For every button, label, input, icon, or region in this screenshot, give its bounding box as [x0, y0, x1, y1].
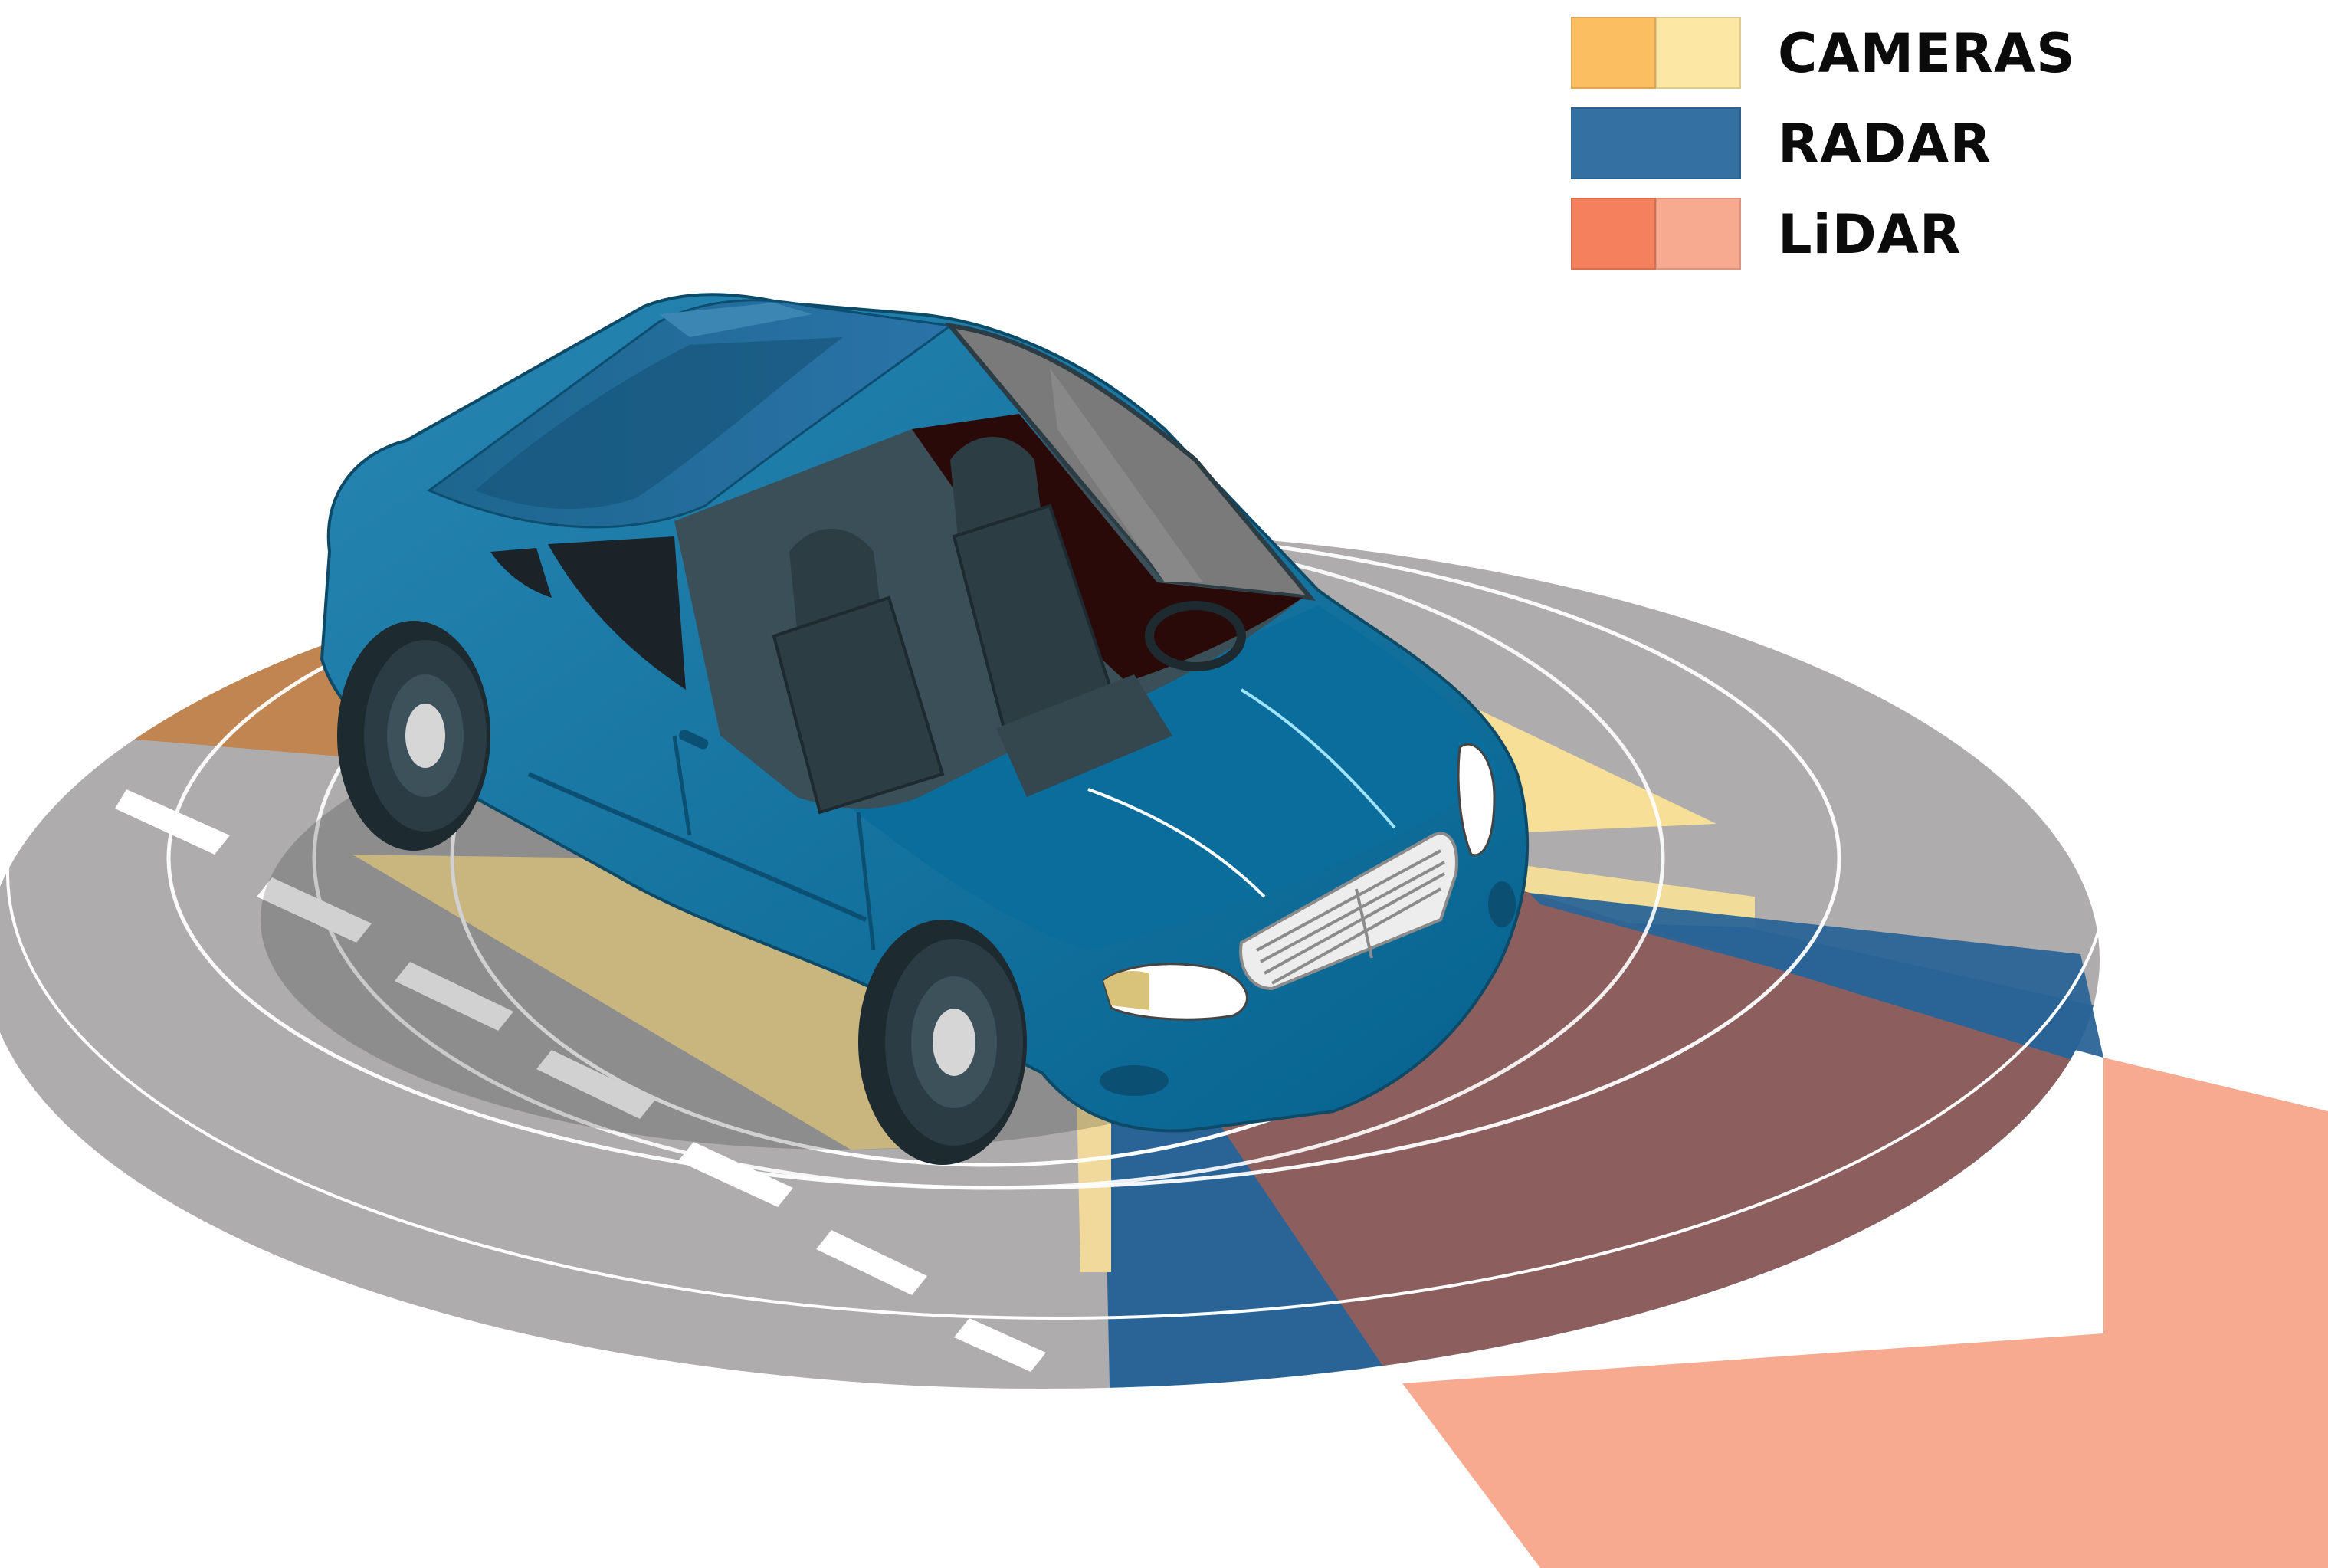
legend-swatch-lidar-dark: [1571, 198, 1656, 270]
legend-swatch-lidar-light: [1656, 198, 1741, 270]
legend-swatch-lidar: [1571, 198, 1741, 270]
legend-label-radar: RADAR: [1778, 113, 1992, 175]
wheel-rear-left: [337, 621, 490, 851]
legend-swatch-cameras-light: [1656, 17, 1741, 89]
sensor-legend: CAMERAS RADAR LiDAR: [1571, 17, 2153, 288]
legend-item-radar: RADAR: [1571, 107, 2153, 181]
legend-label-lidar: LiDAR: [1778, 203, 1962, 266]
front-seat-left: [950, 437, 1172, 797]
radar-band-right: [1529, 893, 2103, 1058]
legend-item-lidar: LiDAR: [1571, 198, 2153, 271]
legend-swatch-cameras: [1571, 17, 1741, 89]
wheel-front-left: [858, 920, 1027, 1165]
lidar-beam-outer: [1402, 1058, 2328, 1568]
sedan-car-icon: [320, 293, 1530, 1165]
legend-label-cameras: CAMERAS: [1778, 22, 2076, 85]
legend-item-cameras: CAMERAS: [1571, 17, 2153, 90]
front-grille: [1239, 832, 1458, 991]
front-seat-right: [772, 529, 945, 815]
legend-swatch-radar: [1571, 107, 1741, 179]
windshield: [944, 322, 1316, 601]
legend-swatch-cameras-dark: [1571, 17, 1656, 89]
road-lane-markings: [23, 717, 1046, 1372]
headlight-right: [1457, 743, 1496, 857]
